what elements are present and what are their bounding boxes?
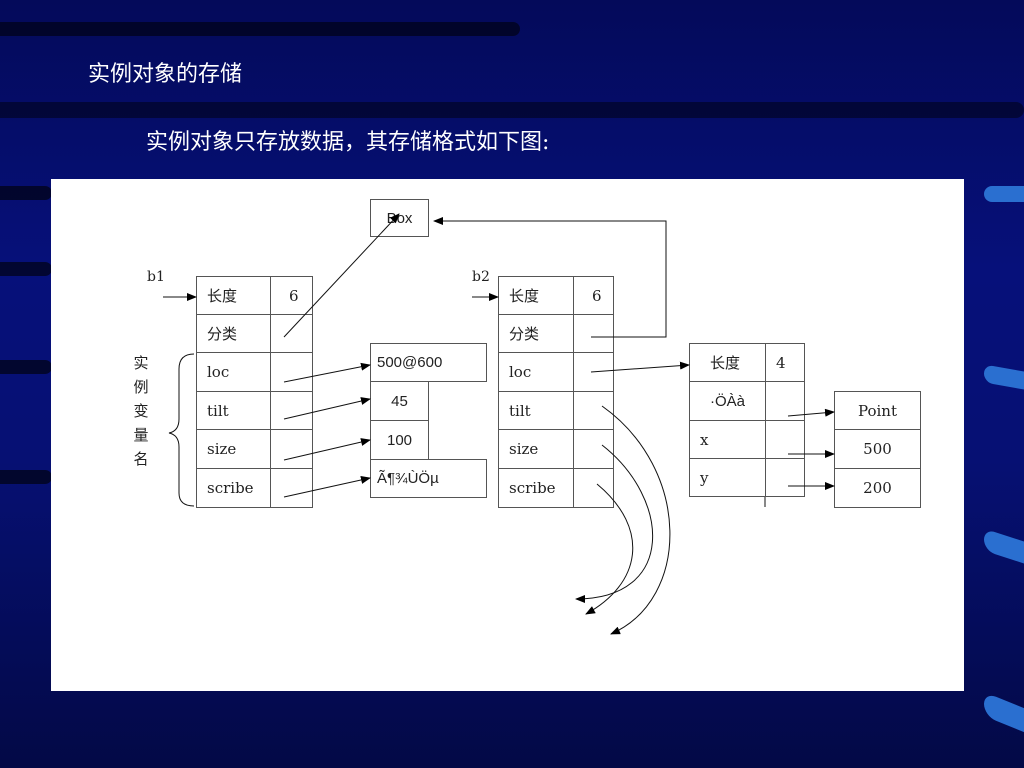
instance-variable-brace [168, 353, 195, 507]
b2-row-scribe-value [573, 468, 614, 508]
diagram-panel: Box b1 长度 6 分类 loc tilt size scribe 500@… [51, 179, 964, 691]
b2-tilt-shared-arrow [601, 405, 671, 635]
b1-loc-arrow [283, 362, 371, 383]
bg-accent-3 [984, 528, 1024, 564]
bg-stripe-4 [0, 262, 52, 276]
b1-tilt-arrow [283, 397, 371, 420]
b2-size-shared-arrow [575, 444, 654, 603]
b1-scribe-arrow [283, 476, 371, 498]
bg-stripe-6 [0, 470, 52, 484]
brace-label-text: 实例变量名 [133, 354, 149, 468]
b2-label: b2 [472, 269, 490, 285]
bg-stripe-3 [0, 186, 52, 200]
b2-scribe-shared-arrow [585, 483, 634, 615]
b1-row-scribe-value [270, 468, 313, 508]
bg-stripe-2 [0, 102, 1024, 118]
bg-stripe-1 [0, 22, 520, 36]
b1-size-arrow [283, 438, 371, 461]
b1-label: b1 [147, 269, 165, 285]
bg-accent-4 [984, 691, 1024, 733]
bg-accent-2 [984, 364, 1024, 390]
bg-stripe-5 [0, 360, 52, 374]
b2-category-to-box-arrow [433, 217, 667, 338]
bg-accent-1 [984, 186, 1024, 202]
instance-variable-brace-label: 实例变量名 [133, 351, 149, 471]
point-row-y-value [765, 458, 805, 497]
b2-loc-arrow [590, 361, 690, 373]
b1-category-to-box-arrow [283, 213, 400, 338]
slide-subtitle: 实例对象只存放数据，其存储格式如下图: [146, 130, 550, 155]
connector-layer [163, 213, 835, 635]
slide-title: 实例对象的存储 [88, 62, 243, 87]
point-x-arrow [787, 408, 835, 417]
